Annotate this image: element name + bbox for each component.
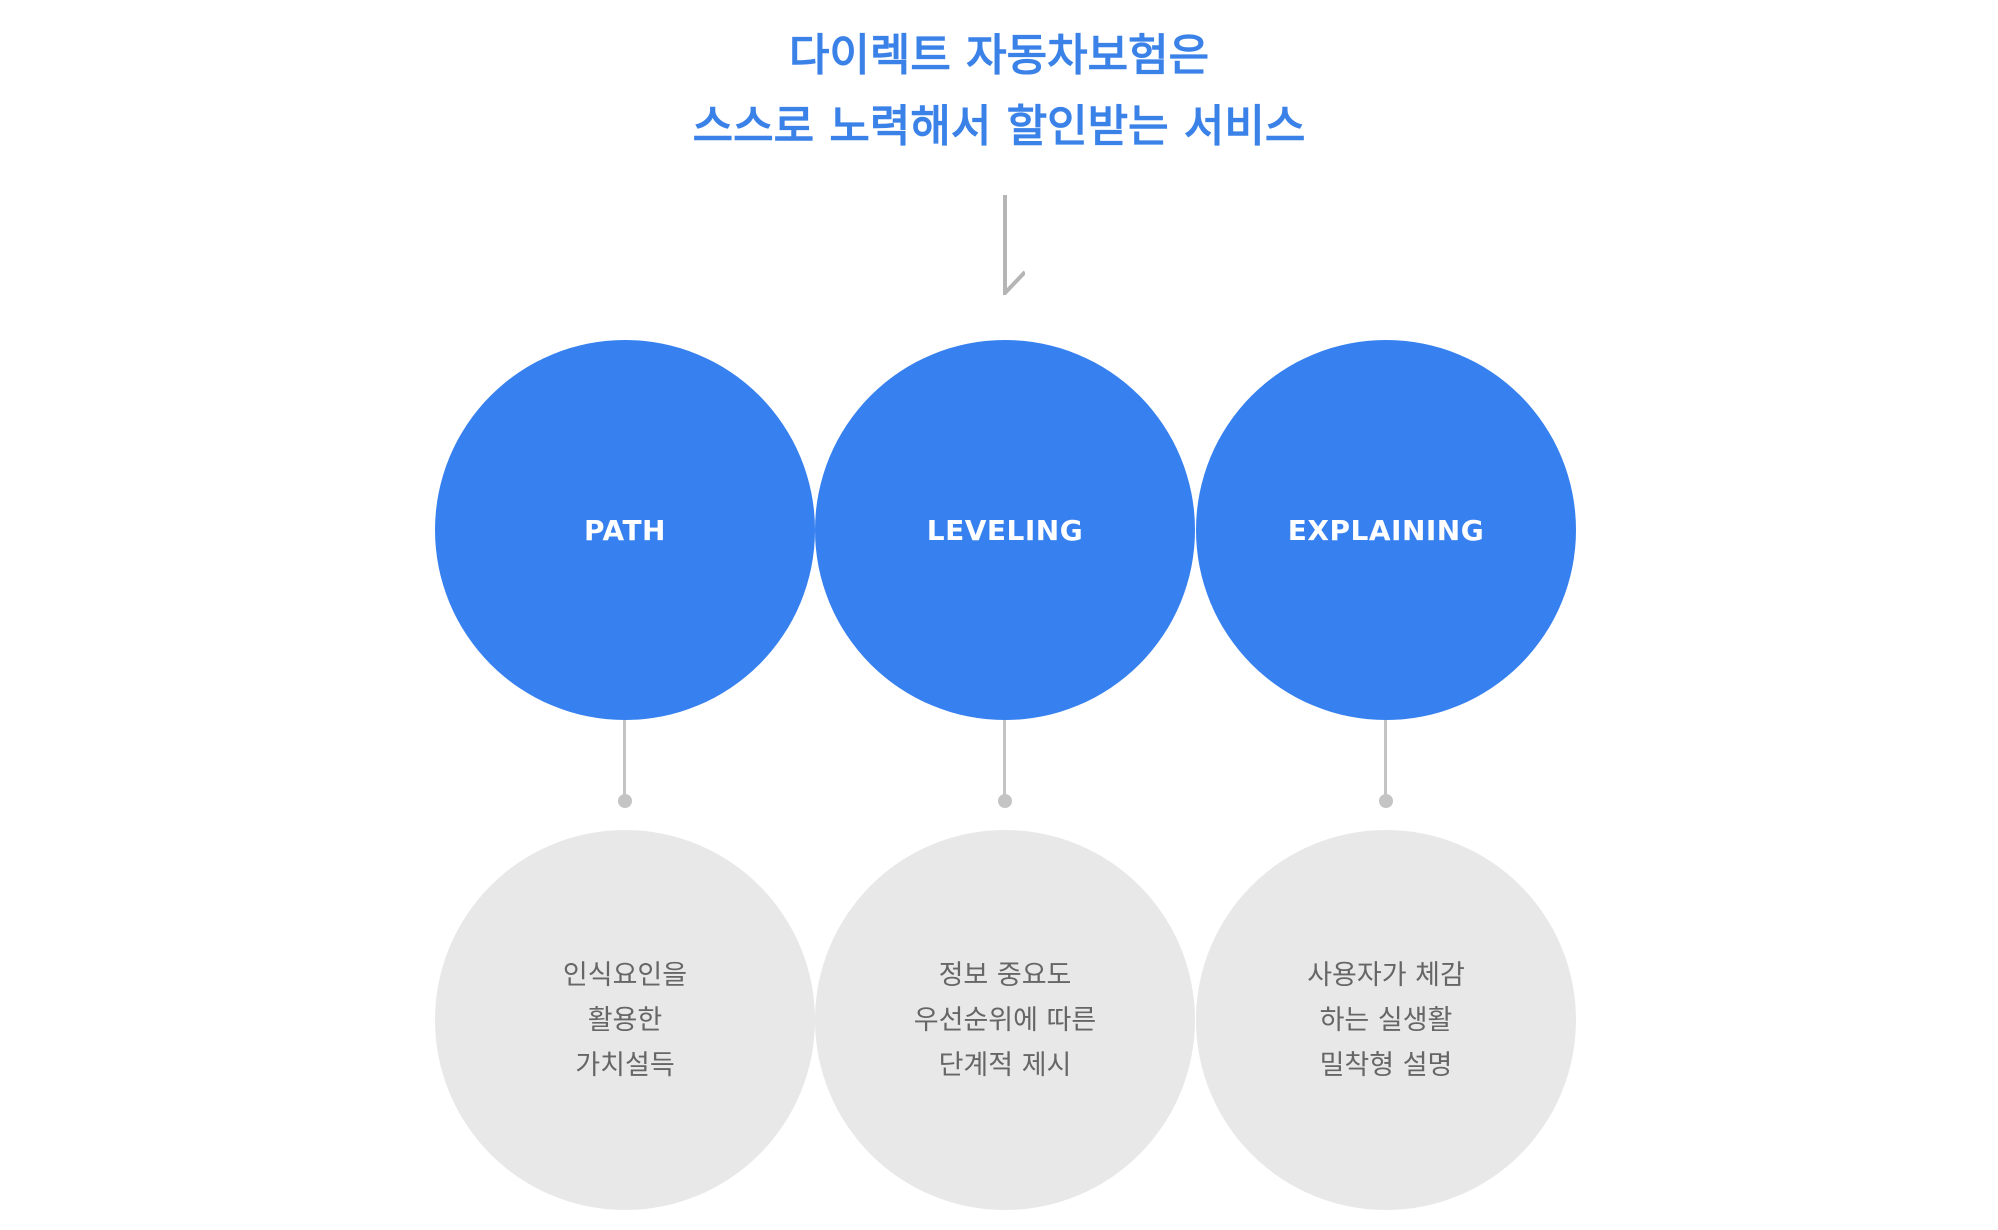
concept-label: EXPLAINING — [1287, 513, 1485, 547]
concept-circle-path: PATH — [435, 340, 815, 720]
description-line: 정보 중요도 — [938, 959, 1072, 991]
description-text: 인식요인을 활용한 가치설득 — [563, 953, 687, 1088]
description-line: 활용한 — [587, 1004, 663, 1036]
description-circle-path: 인식요인을 활용한 가치설득 — [435, 830, 815, 1210]
down-arrow-icon — [1003, 195, 1025, 295]
description-text: 사용자가 체감 하는 실생활 밀착형 설명 — [1307, 953, 1465, 1088]
description-line: 우선순위에 따른 — [913, 1004, 1097, 1036]
connector-dot — [618, 794, 632, 808]
connector-dot — [998, 794, 1012, 808]
description-line: 가치설득 — [575, 1049, 675, 1081]
connector-line — [623, 720, 626, 800]
concept-label: LEVELING — [926, 513, 1084, 547]
headline-line-2: 스스로 노력해서 할인받는 서비스 — [692, 101, 1306, 152]
description-line: 사용자가 체감 — [1307, 959, 1465, 991]
connector-line — [1003, 720, 1006, 800]
description-line: 하는 실생활 — [1319, 1004, 1453, 1036]
description-circle-leveling: 정보 중요도 우선순위에 따른 단계적 제시 — [815, 830, 1195, 1210]
description-line: 밀착형 설명 — [1319, 1049, 1453, 1081]
headline: 다이렉트 자동차보험은 스스로 노력해서 할인받는 서비스 — [0, 20, 1998, 162]
description-line: 인식요인을 — [562, 959, 688, 991]
description-circle-explaining: 사용자가 체감 하는 실생활 밀착형 설명 — [1196, 830, 1576, 1210]
concept-circle-explaining: EXPLAINING — [1196, 340, 1576, 720]
connector-line — [1384, 720, 1387, 800]
concept-circle-leveling: LEVELING — [815, 340, 1195, 720]
connector-dot — [1379, 794, 1393, 808]
description-line: 단계적 제시 — [938, 1049, 1072, 1081]
description-text: 정보 중요도 우선순위에 따른 단계적 제시 — [914, 953, 1096, 1088]
concept-label: PATH — [584, 513, 666, 547]
headline-line-1: 다이렉트 자동차보험은 — [788, 30, 1210, 81]
